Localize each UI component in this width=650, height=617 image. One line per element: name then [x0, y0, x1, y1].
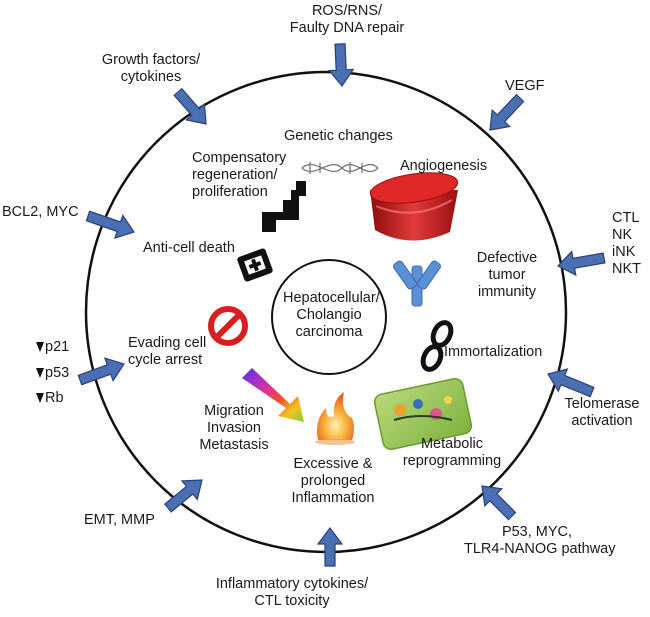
suppressor-p21: p21	[36, 339, 69, 356]
metabolic-cell-image	[373, 377, 473, 451]
center-line: Cholangio	[296, 307, 362, 323]
antibody-icon	[392, 260, 442, 307]
prohibition-icon	[208, 306, 248, 346]
immortalization-label: Immortalization	[444, 344, 543, 360]
metabolic-label: Metabolic reprogramming	[402, 436, 502, 469]
immune-arrow	[557, 250, 606, 277]
dna-helix-icon	[301, 162, 379, 174]
growth-factors-label: Growth factors/ cytokines	[101, 52, 201, 85]
growth-arrow	[173, 87, 207, 125]
emt-arrow	[163, 479, 203, 513]
down-triangle-icon	[36, 393, 44, 403]
rainbow-arrow-icon	[242, 368, 304, 422]
telomerase-arrow	[547, 368, 595, 398]
bcl2-myc-label: BCL2, MYC	[2, 204, 79, 220]
inner-circle	[271, 259, 387, 375]
inflammation-label: Excessive & prolonged Inflammation	[291, 456, 375, 506]
center-line: Hepatocellular/	[283, 290, 380, 306]
defective-immunity-label: Defective tumor immunity	[476, 250, 538, 300]
driver-arrows	[77, 43, 606, 567]
red-vessel-icon	[369, 172, 459, 241]
vegf-arrow	[489, 93, 525, 131]
genetic-changes-label: Genetic changes	[284, 128, 393, 144]
vegf-label: VEGF	[505, 78, 545, 94]
step-up-arrow-icon	[262, 181, 306, 232]
bcl2-arrow	[85, 210, 135, 240]
inflammatory-cytokines-label: Inflammatory cytokines/ CTL toxicity	[215, 576, 369, 609]
compensatory-label: Compensatory regeneration/ proliferation	[192, 150, 287, 200]
plus-box-icon	[237, 248, 273, 282]
down-triangle-icon	[36, 342, 44, 352]
suppressor-p53: p53	[36, 365, 69, 382]
center-line: carcinoma	[295, 324, 363, 340]
cellcycle-arrow	[77, 357, 125, 386]
inflam-arrow	[316, 527, 344, 567]
immune-cells-label: CTL NK iNK NKT	[612, 210, 641, 277]
emt-mmp-label: EMT, MMP	[84, 512, 155, 528]
ros-label: ROS/RNS/ Faulty DNA repair	[289, 3, 405, 36]
flame-icon	[315, 392, 355, 445]
suppressor-rb: Rb	[36, 390, 64, 407]
migration-label: Migration Invasion Metastasis	[199, 403, 269, 453]
ros-arrow	[328, 43, 355, 88]
anti-cell-death-label: Anti-cell death	[143, 240, 235, 256]
infinity-icon	[420, 320, 454, 372]
p53-myc-label: P53, MYC, TLR4-NANOG pathway	[464, 524, 616, 557]
evading-arrest-label: Evading cell cycle arrest	[128, 335, 207, 368]
down-triangle-icon	[36, 368, 44, 378]
center-label: Hepatocellular/ Cholangio carcinoma	[283, 290, 380, 341]
p53myc-arrow	[481, 485, 517, 521]
telomerase-label: Telomerase activation	[564, 396, 640, 429]
angiogenesis-label: Angiogenesis	[400, 158, 488, 174]
